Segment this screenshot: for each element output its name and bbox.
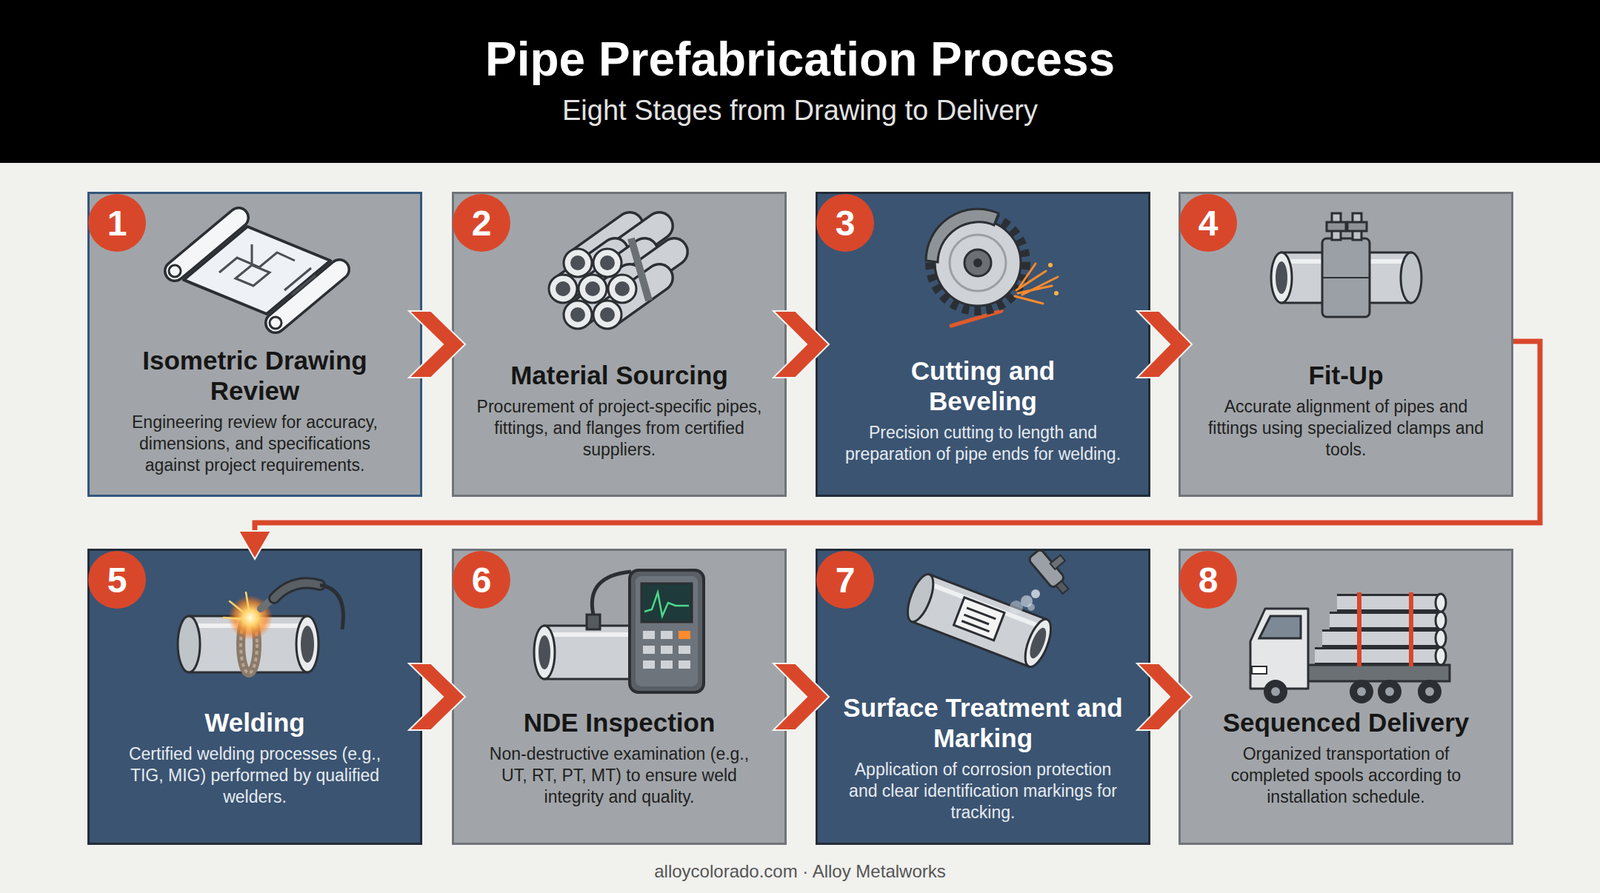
step-number: 5 <box>88 551 146 609</box>
box-content: Sequenced DeliveryOrganized transportati… <box>1195 685 1497 830</box>
ultrasonic-tester-icon <box>534 570 704 693</box>
credit-text: alloycolorado.com · Alloy Metalworks <box>0 860 1600 883</box>
blueprint-icon <box>168 217 340 329</box>
box-content: NDE InspectionNon-destructive examinatio… <box>468 685 770 830</box>
arrow-head <box>238 531 272 560</box>
step-description: Precision cutting to length and preparat… <box>840 422 1126 466</box>
step-title: Cutting and Beveling <box>860 355 1106 417</box>
step-number: 4 <box>1179 194 1238 252</box>
step-title: NDE Inspection <box>523 707 716 738</box>
process-box: Sequenced DeliveryOrganized transportati… <box>1178 548 1514 846</box>
chevron-arrow <box>1137 663 1192 731</box>
chevron-arrow <box>773 311 829 378</box>
clamp-icon <box>1271 213 1422 318</box>
box-content: Cutting and BevelingPrecision cutting to… <box>832 339 1134 482</box>
welding-icon <box>177 582 343 674</box>
flow-arrow <box>408 663 466 731</box>
process-box: Cutting and BevelingPrecision cutting to… <box>815 191 1151 498</box>
process-box: WeldingCertified welding processes (e.g.… <box>87 548 423 846</box>
subtitle-text: Eight Stages from Drawing to Delivery <box>0 93 1600 128</box>
step-description: Procurement of project-specific pipes, f… <box>477 396 763 461</box>
marking-icon <box>902 541 1080 671</box>
step-description: Engineering review for accuracy, dimensi… <box>112 411 398 477</box>
step-description: Non-destructive examination (e.g., UT, R… <box>477 743 763 809</box>
step-title: Surface Treatment and Marking <box>842 692 1124 754</box>
step-title: Isometric Drawing Review <box>106 345 403 406</box>
chevron-arrow <box>408 311 466 378</box>
step-number: 7 <box>816 551 875 609</box>
step-description: Accurate alignment of pipes and fittings… <box>1203 396 1489 461</box>
box-content: Fit-UpAccurate alignment of pipes and fi… <box>1195 339 1497 482</box>
box-content: Surface Treatment and MarkingApplication… <box>832 685 1134 830</box>
flow-arrow <box>1137 311 1192 378</box>
saw-icon <box>925 208 1059 326</box>
flow-arrow <box>773 311 829 378</box>
process-box: Fit-UpAccurate alignment of pipes and fi… <box>1178 191 1514 498</box>
step-description: Organized transportation of completed sp… <box>1203 743 1489 809</box>
process-box: Material SourcingProcurement of project-… <box>451 191 787 498</box>
step-description: Application of corrosion protection and … <box>840 759 1126 824</box>
chevron-arrow <box>1137 311 1192 378</box>
flow-arrow <box>773 663 829 731</box>
flow-arrow <box>1137 663 1192 731</box>
step-number: 3 <box>816 194 875 252</box>
step-number: 6 <box>452 551 511 609</box>
step-number: 1 <box>88 194 146 252</box>
step-title: Sequenced Delivery <box>1222 707 1470 738</box>
step-number: 2 <box>452 194 511 252</box>
step-number: 8 <box>1179 551 1238 609</box>
chevron-arrow <box>408 663 466 731</box>
flow-arrow <box>408 311 466 378</box>
step-title: Fit-Up <box>1308 360 1383 391</box>
flow-arrow <box>238 341 1540 560</box>
process-box: Isometric Drawing ReviewEngineering revi… <box>87 191 423 498</box>
connector-line <box>254 341 1540 535</box>
truck-icon <box>1250 592 1450 704</box>
pipe-bundle-icon <box>548 225 675 329</box>
title-text: Pipe Prefabrication Process <box>0 28 1600 91</box>
step-description: Certified welding processes (e.g., TIG, … <box>112 743 398 809</box>
box-content: Material SourcingProcurement of project-… <box>468 339 770 482</box>
process-box: Surface Treatment and MarkingApplication… <box>815 548 1151 846</box>
chevron-arrow <box>773 663 829 731</box>
process-box: NDE InspectionNon-destructive examinatio… <box>451 548 787 846</box>
connector-outline <box>254 341 1540 535</box>
box-content: Isometric Drawing ReviewEngineering revi… <box>104 339 406 482</box>
box-content: WeldingCertified welding processes (e.g.… <box>104 685 406 830</box>
step-title: Welding <box>204 707 305 738</box>
step-title: Material Sourcing <box>510 360 729 391</box>
